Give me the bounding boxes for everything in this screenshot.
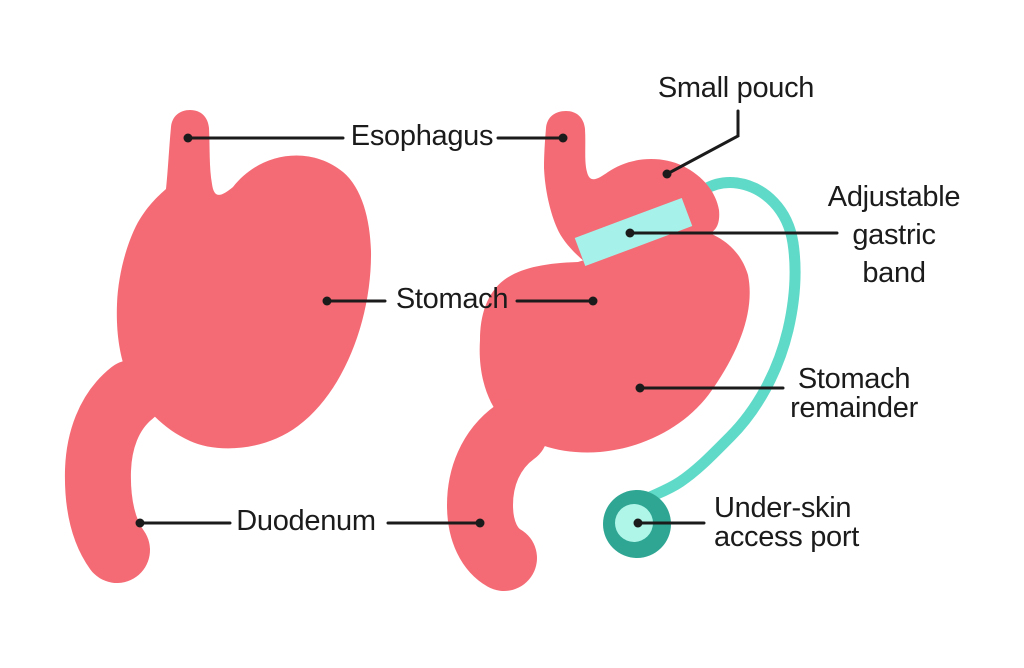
leader-dot bbox=[558, 133, 568, 143]
label-stomach: Stomach bbox=[395, 283, 509, 316]
label-duodenum: Duodenum bbox=[236, 505, 376, 538]
label-text-line: Stomach bbox=[797, 363, 911, 395]
leader-dots bbox=[135, 133, 672, 528]
normal-stomach-body-shape bbox=[116, 110, 372, 449]
label-esophagus: Esophagus bbox=[350, 120, 494, 153]
normal-stomach bbox=[64, 110, 372, 583]
stomach-remainder-shape bbox=[479, 227, 750, 453]
label-text-line: band bbox=[862, 257, 926, 289]
banded-duodenum-shape bbox=[446, 399, 548, 591]
label-under-skin-access-port: Under-skin access port bbox=[714, 494, 859, 552]
leader-dot bbox=[635, 383, 645, 393]
leader-dot bbox=[322, 296, 332, 306]
leader-lines bbox=[138, 109, 839, 525]
leader-dot bbox=[633, 518, 643, 528]
label-text-line: gastric bbox=[852, 219, 936, 251]
label-text-line: access port bbox=[714, 521, 859, 553]
leader-dot bbox=[625, 228, 635, 238]
normal-duodenum-shape bbox=[64, 360, 165, 583]
leader-line-small-pouch bbox=[665, 109, 740, 176]
leader-dot bbox=[135, 518, 145, 528]
label-adjustable-gastric-band: Adjustable gastric band bbox=[827, 178, 961, 292]
leader-dot bbox=[662, 169, 672, 179]
leader-dot bbox=[183, 133, 193, 143]
label-small-pouch: Small pouch bbox=[657, 72, 815, 105]
band-tubing-shape bbox=[642, 177, 801, 504]
leader-dot bbox=[588, 296, 598, 306]
leader-dot bbox=[475, 518, 485, 528]
label-text-line: Under-skin bbox=[714, 492, 852, 524]
banded-stomach bbox=[446, 111, 801, 591]
label-stomach-remainder: Stomach remainder bbox=[790, 365, 918, 423]
label-text-line: remainder bbox=[790, 392, 918, 424]
label-text-line: Adjustable bbox=[827, 181, 961, 213]
